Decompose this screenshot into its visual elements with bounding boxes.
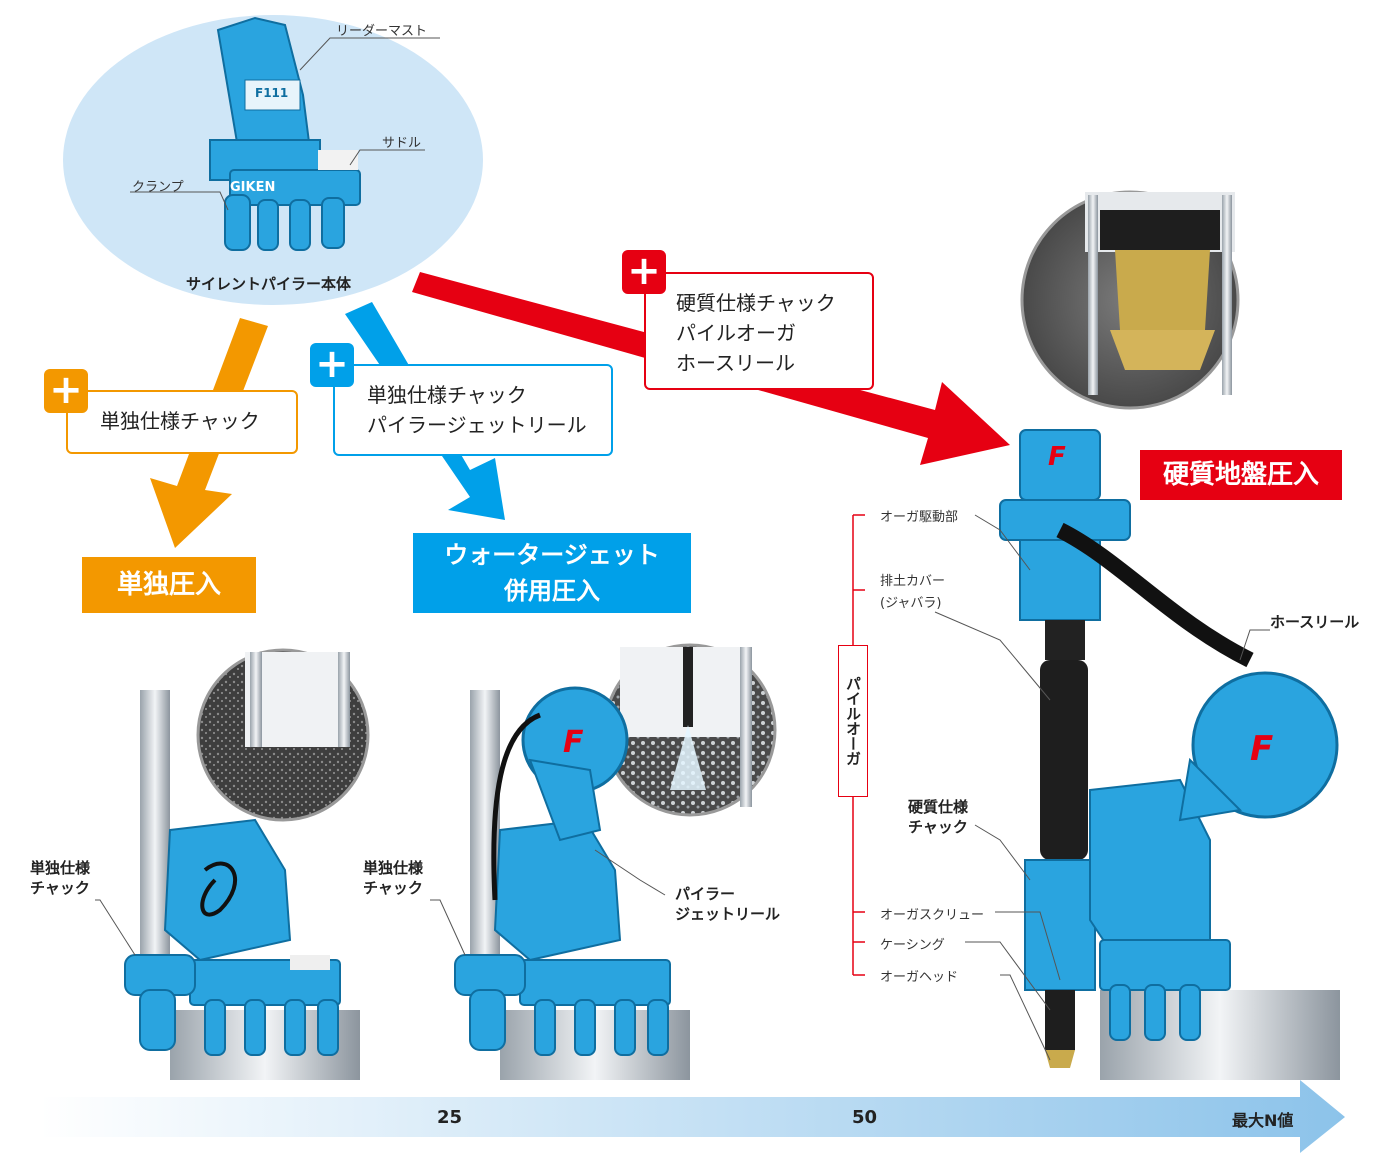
orange-chuck-line-2: チャック: [30, 879, 90, 897]
machine-water-jet: F: [454, 686, 671, 1056]
orange-addition-box: 単独仕様チャック: [66, 390, 298, 454]
blue-addition-1: 単独仕様チャック: [367, 383, 527, 407]
auger-screw-label: オーガスクリュー: [880, 908, 985, 923]
blue-chuck-line-2: チャック: [363, 879, 423, 897]
hard-chuck-line-1: 硬質仕様: [908, 798, 969, 816]
red-addition-3: ホースリール: [676, 351, 795, 375]
orange-chuck-callout: 単独仕様 チャック: [30, 858, 90, 898]
blue-result-line-1: ウォータージェット: [444, 541, 660, 569]
saddle-label: サドル: [382, 136, 422, 151]
jet-reel-line-2: ジェットリール: [675, 905, 781, 923]
leader-mast-label: リーダーマスト: [336, 24, 428, 39]
svg-text:F: F: [563, 725, 584, 760]
red-addition-box: 硬質仕様チャック パイルオーガ ホースリール: [644, 272, 874, 390]
red-addition-1: 硬質仕様チャック: [676, 291, 836, 315]
hard-chuck-callout: 硬質仕様 チャック: [908, 797, 968, 837]
soil-cover-label-1: 排土カバー: [880, 574, 946, 589]
orange-plus-icon: +: [44, 369, 88, 413]
soil-cover-label-2: (ジャバラ): [880, 596, 942, 611]
axis-tick-50: 50: [852, 1107, 878, 1128]
hard-ground-inset: [1020, 190, 1240, 410]
clamp-label: クランプ: [132, 180, 184, 195]
orange-addition-1: 単独仕様チャック: [100, 409, 260, 433]
auger-drive-label: オーガ駆動部: [880, 510, 959, 525]
orange-chuck-line-1: 単独仕様: [30, 859, 91, 877]
svg-text:F: F: [1048, 442, 1066, 472]
silent-piler-machine: [209, 16, 361, 251]
orange-result: 単独圧入: [82, 557, 256, 613]
casing-label: ケーシング: [880, 938, 945, 953]
blue-result-line-2: 併用圧入: [504, 577, 600, 605]
brand-label: GIKEN: [230, 180, 276, 195]
red-plus-icon: +: [622, 250, 666, 294]
blue-plus-icon: +: [310, 343, 354, 387]
machine-pile-auger: F F: [999, 429, 1339, 1068]
callout-lines: [95, 514, 1270, 1061]
auger-head-label: オーガヘッド: [880, 970, 959, 985]
blue-addition-2: パイラージェットリール: [367, 413, 587, 437]
red-result: 硬質地盤圧入: [1140, 450, 1342, 500]
blue-addition-box: 単独仕様チャック パイラージェットリール: [333, 364, 613, 456]
model-label: F111: [255, 86, 289, 100]
base-leader-lines: [130, 37, 440, 211]
machine-standalone: [124, 818, 341, 1056]
axis-arrow: [40, 1080, 1345, 1153]
sheet-piles-3: [1100, 990, 1340, 1080]
jet-reel-callout: パイラー ジェットリール: [675, 884, 780, 924]
axis-label: 最大N値: [1232, 1111, 1294, 1130]
soil-inset: [196, 648, 370, 822]
jet-reel-line-1: パイラー: [675, 885, 736, 903]
blue-chuck-callout: 単独仕様 チャック: [363, 858, 423, 898]
hard-chuck-line-2: チャック: [908, 818, 968, 836]
red-addition-2: パイルオーガ: [676, 321, 796, 345]
hose-reel-callout: ホースリール: [1270, 613, 1360, 631]
base-machine-title: サイレントパイラー本体: [186, 275, 352, 293]
axis-tick-25: 25: [437, 1107, 463, 1128]
water-jet-inset: [603, 643, 777, 817]
blue-result: ウォータージェット 併用圧入: [413, 533, 691, 613]
pile-auger-label: パイルオーガ: [838, 645, 868, 797]
blue-chuck-line-1: 単独仕様: [363, 859, 424, 877]
svg-text:F: F: [1250, 729, 1273, 769]
